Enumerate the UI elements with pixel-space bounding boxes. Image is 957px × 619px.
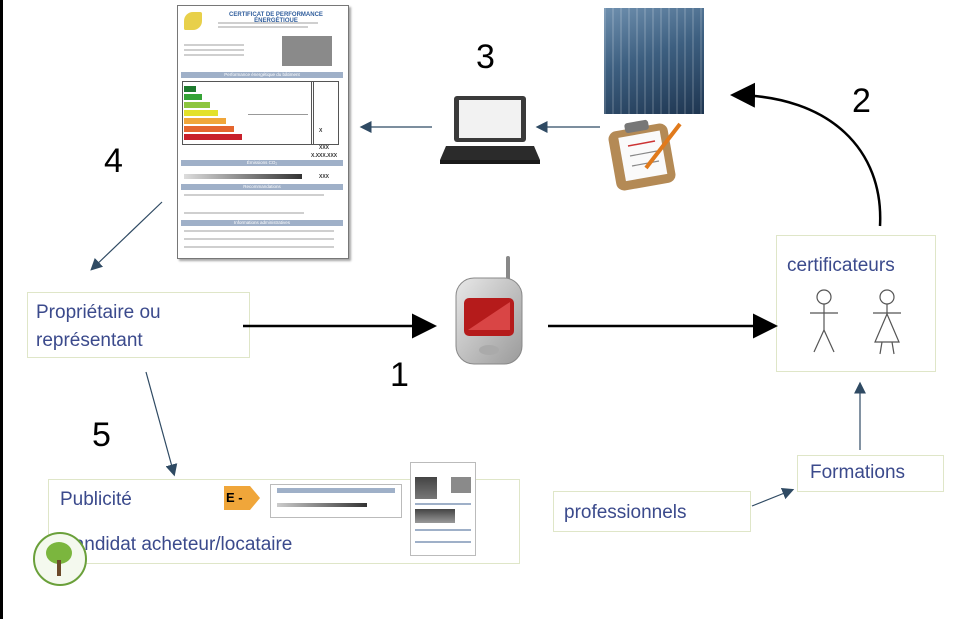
text-line xyxy=(218,26,308,28)
energy-badge-label: E - xyxy=(226,490,243,505)
value-column xyxy=(311,81,339,145)
step-3-label: 3 xyxy=(476,38,495,76)
energy-bar-e xyxy=(184,118,226,124)
tree-logo-icon xyxy=(33,532,87,586)
text-line xyxy=(184,194,324,196)
text-line xyxy=(184,49,244,51)
text-line xyxy=(184,230,334,232)
energy-bar-a xyxy=(184,86,196,92)
certifiers-label: certificateurs xyxy=(787,255,895,276)
section-performance: Performance énergétique du bâtiment xyxy=(181,72,343,78)
energy-bar-g xyxy=(184,134,242,140)
arrow-certifiers-to-building xyxy=(730,82,882,227)
publicity-label: Publicité xyxy=(60,489,132,510)
energy-bar-c xyxy=(184,102,210,108)
text-line xyxy=(184,54,244,56)
energy-bar-b xyxy=(184,94,202,100)
certifiers-box: certificateurs xyxy=(776,235,936,372)
value-xxx-3: XXX xyxy=(319,174,330,180)
step-1-label: 1 xyxy=(390,356,409,394)
text-line xyxy=(218,22,318,24)
section-administrative: Informations administratives xyxy=(181,220,343,226)
emission-gradient-bar xyxy=(184,174,302,179)
owner-label-line1: Propriétaire ou xyxy=(36,302,161,323)
certificate-title: CERTIFICAT DE PERFORMANCE ÉNERGÉTIQUE xyxy=(229,12,323,24)
text-line xyxy=(184,44,244,46)
value-xxx-1: XXX xyxy=(319,145,330,151)
mini-certificate xyxy=(410,462,476,556)
female-person-icon xyxy=(873,289,901,355)
text-line xyxy=(184,238,334,240)
value-x: X xyxy=(319,128,323,134)
building-photo xyxy=(604,8,704,114)
male-person-icon xyxy=(810,289,838,353)
owner-label-line2: représentant xyxy=(36,330,143,351)
indicator-line xyxy=(248,114,308,115)
value-xxx-2: X.XXX.XXX xyxy=(311,153,338,159)
energy-class-badge: E - xyxy=(224,486,260,510)
training-box: Formations xyxy=(797,455,944,492)
professionals-label: professionnels xyxy=(564,502,687,523)
arrow-professionals-to-training xyxy=(751,487,795,507)
arrow-certificate-to-owner xyxy=(90,201,163,271)
energy-bar-f xyxy=(184,126,234,132)
text-line xyxy=(184,212,304,214)
training-label: Formations xyxy=(810,462,906,483)
building-photo-placeholder xyxy=(282,36,332,66)
energy-certificate-document: CERTIFICAT DE PERFORMANCE ÉNERGÉTIQUE Pe… xyxy=(177,5,349,259)
certificate-logo xyxy=(184,12,202,30)
section-recommendations: Recommandations xyxy=(181,184,343,190)
step-2-label: 2 xyxy=(852,82,871,120)
arrow-owner-to-advertising xyxy=(145,371,178,477)
clipboard-icon xyxy=(608,119,682,191)
energy-scale-frame xyxy=(182,81,314,145)
emission-snippet xyxy=(270,484,402,518)
professionals-box: professionnels xyxy=(553,491,751,532)
step-4-label: 4 xyxy=(104,142,123,180)
laptop-icon xyxy=(440,96,540,164)
energy-bar-d xyxy=(184,110,218,116)
section-emissions: Émissions CO₂ xyxy=(181,160,343,166)
left-border xyxy=(0,0,3,619)
candidate-label: Candidat acheteur/locataire xyxy=(60,534,293,555)
text-line xyxy=(184,246,334,248)
step-5-label: 5 xyxy=(92,416,111,454)
mobile-phone-icon xyxy=(455,256,523,365)
